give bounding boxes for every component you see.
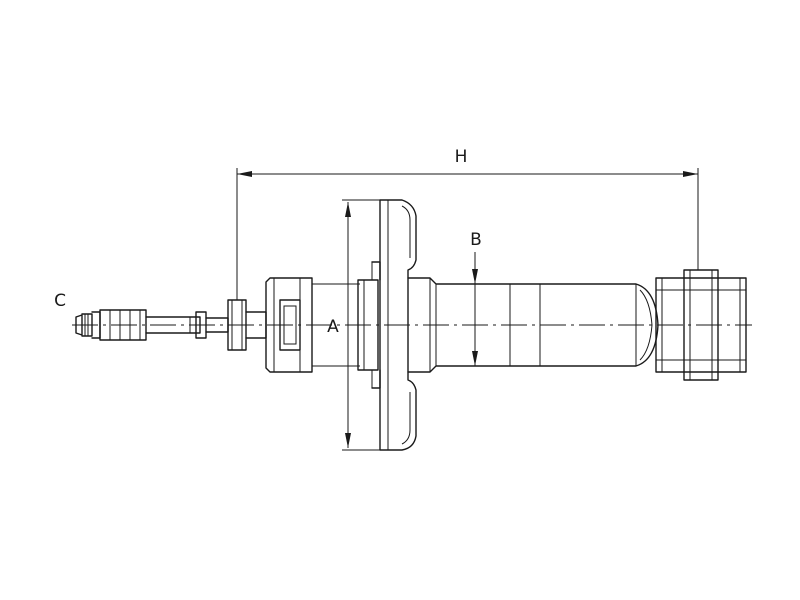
spring-plate xyxy=(379,199,417,451)
rod-end-thread xyxy=(75,309,147,341)
dimension-b xyxy=(472,252,478,366)
dimension-a xyxy=(342,199,380,451)
dimension-b-label: B xyxy=(470,230,482,250)
damper-tube xyxy=(407,277,659,373)
dimension-h xyxy=(236,168,699,300)
dimension-h-label: H xyxy=(455,147,468,167)
upper-spring-seat xyxy=(265,277,360,373)
dimension-a-label: A xyxy=(327,317,339,337)
rod-end-label: C xyxy=(54,291,66,311)
bottom-eye-mount xyxy=(655,269,747,381)
